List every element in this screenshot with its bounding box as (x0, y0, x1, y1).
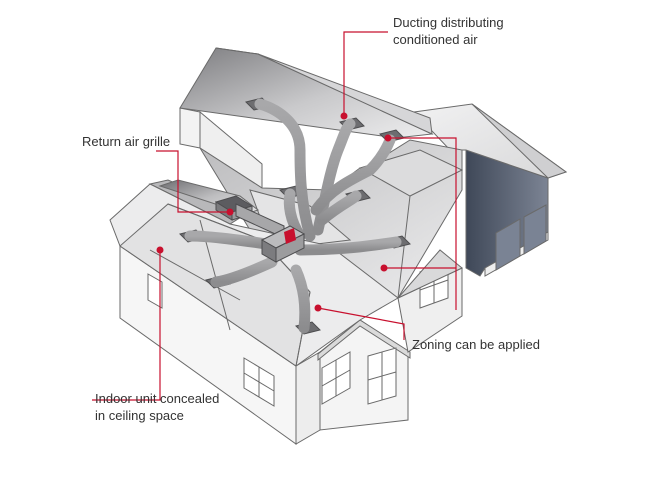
return-air-label: Return air grille (82, 133, 170, 150)
front-gable (317, 319, 411, 431)
ducting-label-line2: conditioned air (393, 32, 478, 47)
return-air-callout-line (156, 150, 230, 213)
return-air-label-text: Return air grille (82, 134, 171, 149)
indoor-unit-dot (156, 246, 164, 254)
ducting-label-line1: Ducting distributing (393, 15, 504, 30)
zoning-dot-1 (380, 264, 388, 272)
return-air-dot (226, 208, 234, 216)
return-air-grille (214, 195, 285, 239)
zoning-label: Zoning can be applied (412, 336, 540, 353)
indoor-unit-label: Indoor unit concealed in ceiling space (95, 390, 219, 424)
garage-wing (412, 103, 568, 277)
ducting-dot-2 (384, 134, 392, 142)
indoor-unit-callout-line (92, 250, 161, 401)
ducting-label: Ducting distributing conditioned air (393, 14, 504, 48)
indoor-unit-box-dot (286, 234, 294, 242)
zoning-dot-2 (314, 304, 322, 312)
porch (397, 249, 463, 353)
zoning-label-text: Zoning can be applied (412, 337, 540, 352)
ducting-dot (340, 112, 348, 120)
ducting-callout-line (343, 31, 388, 116)
indoor-unit-label-line2: in ceiling space (95, 408, 184, 423)
callout-dots (156, 112, 392, 312)
zoning-callout-line-1 (388, 137, 457, 310)
front-left-wing-walls (119, 245, 321, 445)
indoor-unit-label-line1: Indoor unit concealed (95, 391, 220, 406)
back-wing (179, 47, 434, 189)
zoning-callout-line-3 (317, 307, 405, 340)
callout-lines (92, 31, 457, 401)
